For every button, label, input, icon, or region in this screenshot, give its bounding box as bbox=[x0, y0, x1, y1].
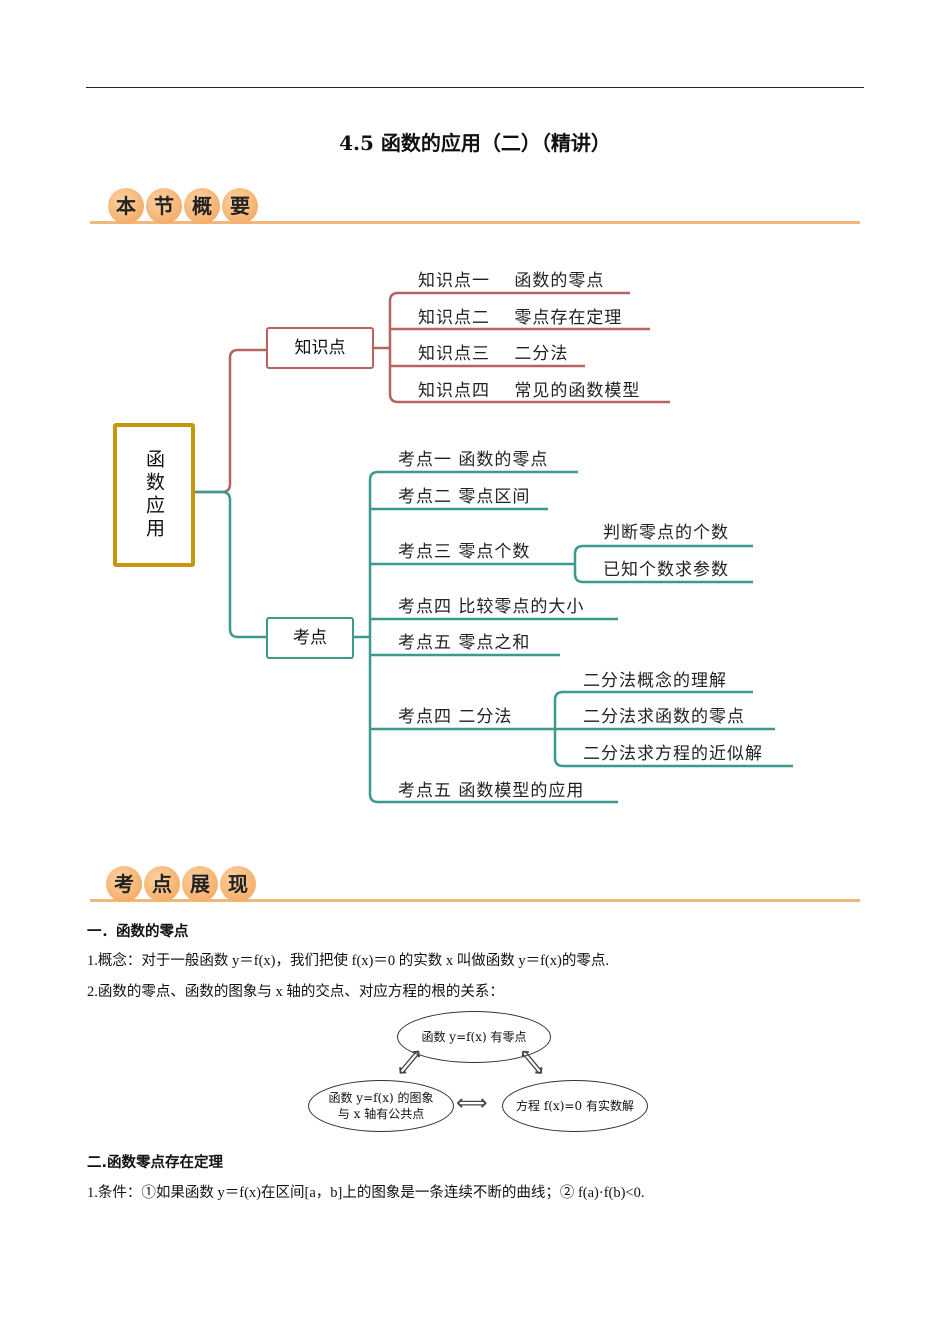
banner-char: 现 bbox=[220, 866, 256, 902]
knowledge-item: 知识点二 零点存在定理 bbox=[418, 308, 623, 328]
knowledge-node: 知识点 bbox=[266, 327, 374, 369]
banner-char: 考 bbox=[106, 866, 142, 902]
exam-item: 考点二 零点区间 bbox=[398, 487, 531, 507]
banner-char: 点 bbox=[144, 866, 180, 902]
paragraph: 1.条件：①如果函数 y＝f(x)在区间[a，b]上的图象是一条连续不断的曲线；… bbox=[87, 1185, 645, 1201]
exam-subitem: 已知个数求参数 bbox=[603, 560, 729, 580]
diagram-right-node: 方程 f(x)=0 有实数解 bbox=[502, 1080, 648, 1132]
diagram-top-node: 函数 y=f(x) 有零点 bbox=[397, 1011, 551, 1063]
exam-item: 考点四 二分法 bbox=[398, 707, 513, 727]
section-heading: 一．函数的零点 bbox=[87, 924, 189, 940]
banner-char: 要 bbox=[222, 188, 258, 224]
exam-item: 考点一 函数的零点 bbox=[398, 450, 549, 470]
exam-item: 考点三 零点个数 bbox=[398, 542, 531, 562]
knowledge-item: 知识点三 二分法 bbox=[418, 344, 569, 364]
banner-char: 展 bbox=[182, 866, 218, 902]
banner-exam: 考 点 展 现 bbox=[90, 858, 860, 908]
exam-subitem: 二分法求函数的零点 bbox=[583, 707, 745, 727]
exam-subitem: 二分法概念的理解 bbox=[583, 671, 727, 691]
exam-item: 考点五 函数模型的应用 bbox=[398, 781, 585, 801]
double-arrow-icon: ⟺ bbox=[456, 1091, 488, 1116]
section-heading: 二.函数零点存在定理 bbox=[87, 1155, 224, 1171]
banner-char: 本 bbox=[108, 188, 144, 224]
diagram-left-node: 函数 y=f(x) 的图象 与 x 轴有公共点 bbox=[308, 1080, 454, 1132]
exam-subitem: 二分法求方程的近似解 bbox=[583, 744, 763, 764]
mindmap-lines bbox=[191, 291, 793, 804]
banner-char: 概 bbox=[184, 188, 220, 224]
mindmap-center: 函数应用 bbox=[113, 423, 195, 567]
knowledge-item: 知识点四 常见的函数模型 bbox=[418, 381, 641, 401]
banner-overview: 本 节 概 要 bbox=[90, 180, 860, 230]
page-title: 4.5 函数的应用（二）（精讲） bbox=[339, 131, 611, 155]
exam-item: 考点五 零点之和 bbox=[398, 633, 531, 653]
exam-node: 考点 bbox=[266, 617, 354, 659]
paragraph: 1.概念：对于一般函数 y＝f(x)，我们把使 f(x)＝0 的实数 x 叫做函… bbox=[87, 953, 609, 969]
banner-char: 节 bbox=[146, 188, 182, 224]
header-rule bbox=[86, 87, 864, 88]
diagram-left-line2: 与 x 轴有公共点 bbox=[337, 1107, 425, 1121]
diagram-left-line1: 函数 y=f(x) 的图象 bbox=[328, 1091, 434, 1105]
exam-subitem: 判断零点的个数 bbox=[603, 523, 729, 543]
paragraph: 2.函数的零点、函数的图象与 x 轴的交点、对应方程的根的关系： bbox=[87, 984, 504, 1000]
knowledge-item: 知识点一 函数的零点 bbox=[418, 271, 605, 291]
exam-item: 考点四 比较零点的大小 bbox=[398, 597, 585, 617]
